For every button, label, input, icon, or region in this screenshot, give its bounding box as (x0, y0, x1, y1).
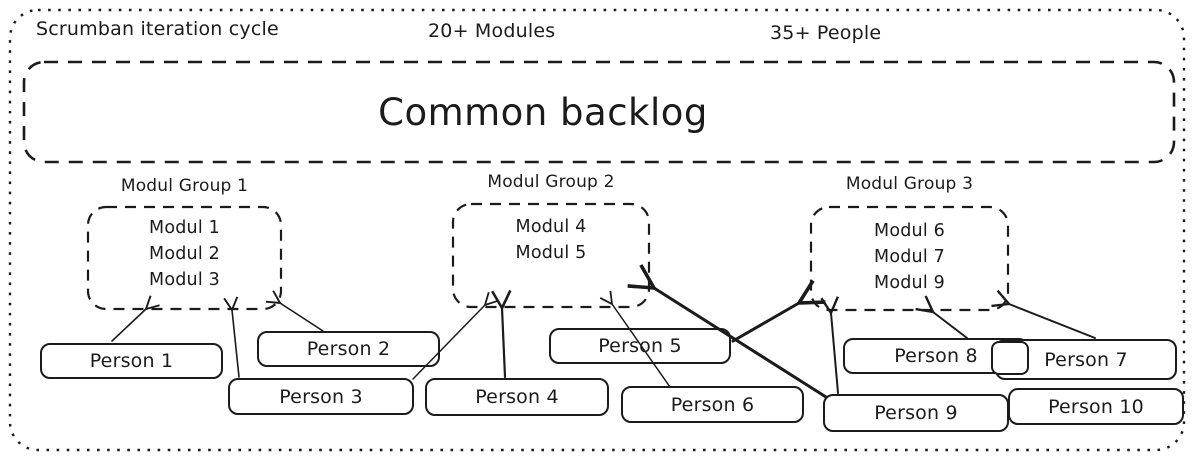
module-item: Modul 6 (874, 221, 945, 241)
arrow-person-4-to-group-2 (491, 289, 512, 379)
module-item: Modul 5 (515, 243, 587, 263)
module-item: Modul 7 (874, 247, 945, 267)
diagram-title: Scrumban iteration cycle (36, 18, 279, 40)
person-9-box: Person 9 (823, 394, 1009, 432)
arrow-person-5-to-group-3 (731, 279, 826, 343)
people-count-label: 35+ People (770, 22, 882, 44)
person-1-box: Person 1 (40, 343, 223, 379)
arrow-person-2-to-group-1 (265, 290, 324, 332)
arrow-person-1-to-group-1 (111, 295, 160, 342)
module-item: Modul 4 (515, 217, 587, 237)
person-10-box: Person 10 (1008, 388, 1184, 425)
module-item: Modul 1 (149, 218, 220, 238)
module-group-2-modules: Modul 4 Modul 5 (453, 214, 649, 266)
overlap-corner-box (991, 341, 1029, 375)
person-3-box: Person 3 (228, 378, 414, 415)
module-group-3-modules: Modul 6 Modul 7 Modul 9 (811, 218, 1008, 296)
person-5-box: Person 5 (549, 328, 731, 364)
arrow-person-9-to-group-3 (820, 296, 839, 394)
person-6-box: Person 6 (621, 386, 804, 423)
arrow-person-3-to-group-1 (223, 296, 240, 378)
module-item: Modul 9 (874, 273, 945, 293)
modules-count-label: 20+ Modules (428, 20, 556, 42)
arrow-person-8-to-group-3 (915, 295, 968, 339)
module-group-2-label: Modul Group 2 (487, 172, 615, 192)
common-backlog-label: Common backlog (378, 90, 708, 134)
module-item: Modul 3 (149, 270, 220, 290)
module-group-3-label: Modul Group 3 (845, 174, 974, 194)
person-2-box: Person 2 (257, 331, 440, 367)
module-group-1-label: Modul Group 1 (120, 176, 249, 196)
module-item: Modul 2 (149, 244, 220, 264)
person-4-box: Person 4 (425, 378, 609, 416)
arrow-person-7-to-group-3 (991, 289, 1096, 339)
module-group-1-modules: Modul 1 Modul 2 Modul 3 (88, 215, 281, 293)
common-backlog: Common backlog (24, 62, 1174, 162)
